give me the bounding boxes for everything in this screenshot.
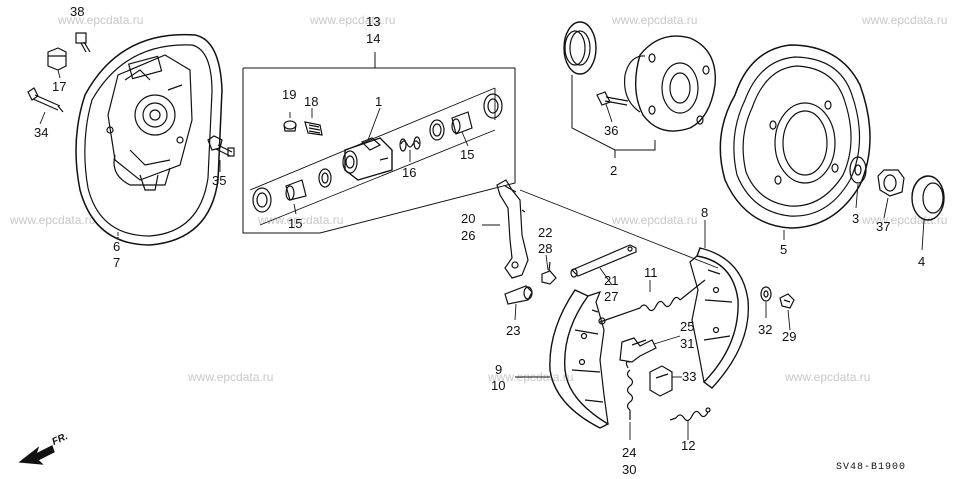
watermark: www.epcdata.ru	[862, 13, 948, 27]
callout-31: 31	[680, 336, 695, 351]
front-arrow-icon	[18, 445, 55, 465]
watermark: www.epcdata.ru	[862, 213, 948, 227]
spring-24-part	[625, 361, 634, 420]
return-spring-11-part	[598, 279, 706, 325]
callout-15-left: 15	[288, 216, 303, 231]
callout-14: 14	[366, 31, 381, 46]
callout-28: 28	[538, 241, 553, 256]
callout-38: 38	[70, 4, 85, 19]
watermark: www.epcdata.ru	[258, 213, 344, 227]
callout-36: 36	[604, 123, 619, 138]
hub-frame	[571, 75, 656, 158]
watermark: www.epcdata.ru	[612, 13, 698, 27]
spring-16-part	[399, 136, 421, 152]
bolt-34-part	[27, 87, 64, 113]
bolt-35-part	[207, 135, 235, 157]
callout-10: 10	[491, 378, 506, 393]
hub-cap-4-part	[911, 175, 945, 221]
brake-drum-5-part	[719, 44, 871, 229]
bolt-38-part	[75, 32, 91, 53]
callout-35: 35	[212, 173, 227, 188]
bolt-36-part	[596, 91, 629, 106]
nut-17-part	[47, 47, 67, 71]
spring-left-part	[318, 168, 332, 188]
callout-5: 5	[780, 242, 788, 257]
callout-23: 23	[506, 323, 521, 338]
callout-21: 21	[604, 273, 619, 288]
cup-seal-part	[429, 119, 445, 141]
callout-32: 32	[758, 322, 773, 337]
callout-18: 18	[304, 94, 319, 109]
callout-3: 3	[852, 211, 860, 226]
strut-rod-part	[570, 244, 637, 278]
callout-26: 26	[461, 228, 476, 243]
callout-9: 9	[495, 362, 503, 377]
callout-22: 22	[538, 225, 553, 240]
watermark: www.epcdata.ru	[58, 13, 144, 27]
watermark: www.epcdata.ru	[188, 370, 274, 384]
adjuster-23-part	[504, 285, 533, 305]
leader-line	[519, 189, 719, 269]
callout-7: 7	[113, 255, 121, 270]
wheel-cylinder-frame	[242, 52, 516, 234]
clip-29-part	[779, 293, 795, 309]
parking-lever-part	[496, 179, 529, 279]
hub-bearing-2-part	[623, 35, 716, 132]
callout-4: 4	[918, 254, 926, 269]
backing-plate-part	[75, 33, 223, 246]
brake-shoe-9-part	[549, 289, 610, 429]
spindle-nut-37-part	[877, 169, 905, 197]
callout-16: 16	[402, 165, 417, 180]
dust-boot-left-part	[252, 187, 272, 213]
oil-seal-part	[563, 21, 597, 75]
bolt-22-part	[541, 261, 557, 285]
callout-15-right: 15	[460, 147, 475, 162]
callout-13: 13	[366, 14, 381, 29]
diagram-code: SV48-B1900	[836, 462, 907, 473]
spring-12-part	[669, 407, 711, 422]
wheel-cylinder-1-part	[342, 137, 393, 181]
callout-29: 29	[782, 329, 797, 344]
callout-8: 8	[701, 205, 709, 220]
callout-17: 17	[52, 79, 67, 94]
brake-shoe-8-part	[689, 247, 750, 389]
piston-part	[451, 111, 473, 135]
watermark: www.epcdata.ru	[10, 213, 96, 227]
callout-24: 24	[622, 445, 637, 460]
callout-33: 33	[682, 369, 697, 384]
callout-12: 12	[681, 438, 696, 453]
adjuster-lever-25-part	[619, 337, 657, 363]
watermark: www.epcdata.ru	[785, 370, 871, 384]
callout-2: 2	[610, 163, 618, 178]
leader-lines	[39, 69, 925, 440]
wheel-cylinder-subframe	[249, 87, 496, 226]
hold-down-33-part	[649, 365, 673, 397]
dust-boot-part	[483, 93, 503, 119]
callout-11: 11	[644, 265, 658, 280]
bleeder-screw-18-part	[304, 121, 323, 136]
callout-20: 20	[461, 211, 476, 226]
callout-27: 27	[604, 289, 619, 304]
callout-1: 1	[375, 94, 383, 109]
callout-34: 34	[34, 125, 49, 140]
piston-left-part	[285, 179, 307, 201]
callout-30: 30	[622, 462, 637, 477]
watermark: www.epcdata.ru	[612, 213, 698, 227]
callout-6: 6	[113, 239, 121, 254]
callout-25: 25	[680, 319, 695, 334]
watermark: www.epcdata.ru	[310, 13, 396, 27]
callout-19: 19	[282, 87, 297, 102]
callout-37: 37	[876, 219, 891, 234]
bleeder-cap-19-part	[283, 120, 297, 132]
washer-32-part	[760, 286, 772, 302]
washer-3-part	[849, 156, 867, 184]
